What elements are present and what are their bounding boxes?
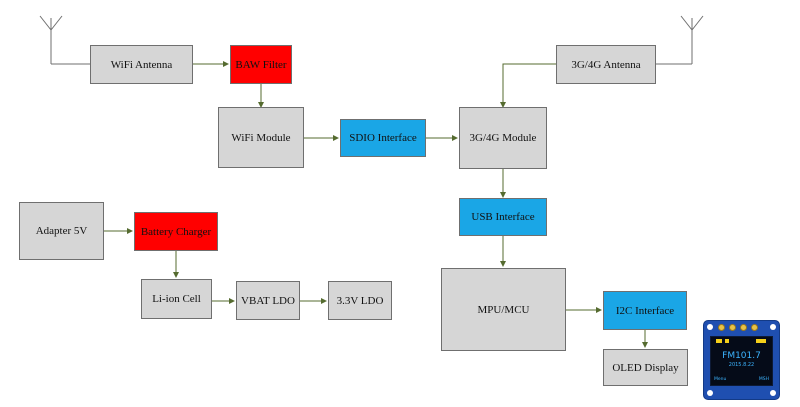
- battery-charger-block: Battery Charger: [134, 212, 218, 251]
- oled-date-text: 2015.8.22: [728, 362, 755, 368]
- antenna-3g4g-label: 3G/4G Antenna: [571, 58, 641, 71]
- ldo-3v3-block: 3.3V LDO: [328, 281, 392, 320]
- oled-menu-left: Menu: [714, 377, 727, 382]
- ldo-3v3-label: 3.3V LDO: [336, 294, 384, 307]
- mount-hole-icon: [707, 324, 713, 330]
- li-ion-cell-block: Li-ion Cell: [141, 279, 212, 319]
- sdio-interface-label: SDIO Interface: [349, 132, 417, 144]
- i2c-interface-block: I2C Interface: [603, 291, 687, 330]
- module-3g4g-block: 3G/4G Module: [459, 107, 547, 169]
- antenna-3g4g-block: 3G/4G Antenna: [556, 45, 656, 84]
- oled-module-image: FM101.7 2015.8.22 Menu MSH: [703, 320, 780, 400]
- link-3g4gantenna-module: [500, 61, 561, 108]
- adapter-5v-label: Adapter 5V: [35, 225, 88, 237]
- battery-charger-label: Battery Charger: [140, 225, 212, 238]
- oled-menu-row: Menu MSH: [711, 377, 772, 382]
- wifi-module-block: WiFi Module: [218, 107, 304, 168]
- oled-screen: FM101.7 2015.8.22 Menu MSH: [710, 336, 773, 386]
- li-ion-cell-label: Li-ion Cell: [152, 293, 201, 305]
- header-pins: [718, 324, 758, 331]
- module-3g4g-label: 3G/4G Module: [469, 132, 537, 144]
- mount-hole-icon: [770, 324, 776, 330]
- wifi-antenna-label: WiFi Antenna: [110, 58, 173, 71]
- mpu-mcu-label: MPU/MCU: [477, 303, 530, 316]
- oled-display-block: OLED Display: [603, 349, 688, 386]
- oled-display-label: OLED Display: [612, 361, 679, 374]
- mount-hole-icon: [707, 390, 713, 396]
- adapter-5v-block: Adapter 5V: [19, 202, 104, 260]
- mpu-mcu-block: MPU/MCU: [441, 268, 566, 351]
- cellular-antenna-icon: [656, 15, 704, 65]
- status-bar-icons: [711, 337, 772, 349]
- sdio-interface-block: SDIO Interface: [340, 119, 426, 157]
- vbat-ldo-block: VBAT LDO: [236, 281, 300, 320]
- i2c-interface-label: I2C Interface: [615, 304, 675, 317]
- wifi-antenna-icon: [39, 15, 90, 65]
- baw-filter-block: BAW Filter: [230, 45, 292, 84]
- usb-interface-label: USB Interface: [471, 211, 535, 223]
- wifi-module-label: WiFi Module: [231, 131, 291, 144]
- oled-frequency-text: FM101.7: [722, 351, 761, 361]
- baw-filter-label: BAW Filter: [235, 58, 287, 71]
- wifi-antenna-block: WiFi Antenna: [90, 45, 193, 84]
- usb-interface-block: USB Interface: [459, 198, 547, 236]
- oled-menu-right: MSH: [758, 377, 769, 382]
- mount-hole-icon: [770, 390, 776, 396]
- vbat-ldo-label: VBAT LDO: [241, 294, 295, 307]
